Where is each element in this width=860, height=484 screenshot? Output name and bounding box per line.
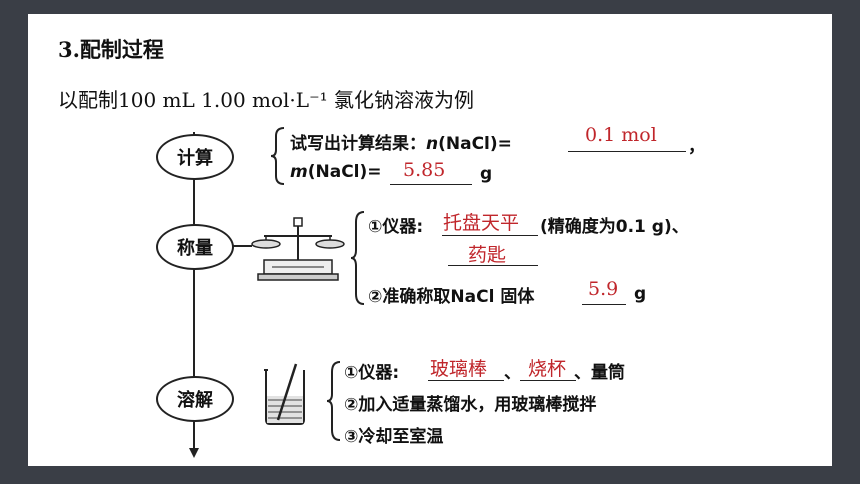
step-dissolve-label: 溶解: [177, 390, 213, 411]
weigh-line1-prefix: ①仪器:: [368, 217, 424, 237]
slide: 3.配制过程 以配制100 mL 1.00 mol·L⁻¹ 氯化钠溶液为例 计算…: [28, 14, 832, 466]
calc-answer2-blank: [390, 184, 472, 185]
weigh-answer2-blank: [448, 265, 538, 266]
calc-answer1: 0.1 mol: [585, 124, 657, 146]
calc-line2-unit: g: [480, 164, 493, 184]
weigh-line1-suffix: (精确度为0.1 g)、: [540, 217, 689, 237]
dissolve-answer1: 玻璃棒: [430, 358, 488, 380]
calc-line2-rest: (NaCl)=: [307, 162, 382, 182]
calc-answer1-blank: [568, 151, 686, 152]
dissolve-line2: ②加入适量蒸馏水，用玻璃棒搅拌: [344, 395, 597, 415]
calc-line1-suffix: ，: [688, 137, 705, 157]
weigh-connector: [232, 245, 252, 247]
calc-line2: m(NaCl)=: [290, 162, 382, 182]
step-weigh: 称量: [156, 224, 234, 270]
dissolve-answer1-blank: [428, 380, 504, 381]
calc-line1-prefix: 试写出计算结果：: [290, 134, 426, 154]
flow-line: [193, 132, 195, 450]
dissolve-answer2-blank: [520, 380, 576, 381]
intro-text: 以配制100 mL 1.00 mol·L⁻¹ 氯化钠溶液为例: [58, 88, 474, 112]
dissolve-answer2: 烧杯: [528, 358, 567, 380]
beaker-icon: [264, 363, 305, 425]
weigh-answer1-blank: [442, 235, 538, 236]
weigh-answer3: 5.9: [588, 278, 619, 300]
calc-line1-var: n: [426, 134, 439, 154]
calc-line1: 试写出计算结果：n(NaCl)=: [290, 129, 512, 154]
section-title: 3.配制过程: [58, 37, 164, 62]
step-calc-label: 计算: [177, 148, 213, 169]
weigh-answer1: 托盘天平: [443, 212, 520, 234]
step-dissolve: 溶解: [156, 376, 234, 422]
weigh-answer2: 药匙: [468, 244, 507, 266]
brace-calc: [270, 127, 285, 185]
calc-line2-var: m: [290, 162, 308, 182]
brace-weigh: [350, 211, 365, 305]
calc-line1-rest: (NaCl)=: [438, 134, 512, 154]
brace-dissolve: [326, 361, 341, 441]
calc-answer2: 5.85: [403, 159, 446, 181]
weigh-line3-unit: g: [634, 284, 647, 304]
dissolve-line3: ③冷却至室温: [344, 427, 444, 447]
weigh-answer3-blank: [582, 304, 626, 305]
balance-scale-icon: [251, 217, 345, 281]
flow-arrow-head: [189, 448, 199, 458]
step-weigh-label: 称量: [177, 238, 213, 259]
weigh-line3-prefix: ②准确称取NaCl 固体: [368, 287, 535, 307]
dissolve-line1-sep: 、: [504, 363, 521, 383]
dissolve-line1-suffix: 、量筒: [574, 363, 625, 383]
dissolve-line1-prefix: ①仪器:: [344, 363, 400, 383]
step-calc: 计算: [156, 134, 234, 180]
